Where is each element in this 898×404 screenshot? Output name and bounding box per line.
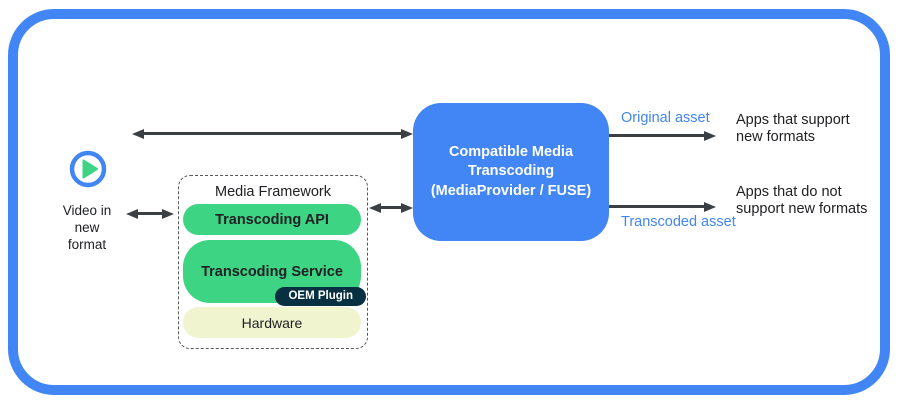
hardware-label: Hardware (241, 314, 303, 331)
transcoder-title-line2: Transcoding (467, 163, 555, 180)
source-video-label-line1: Video in (62, 203, 112, 218)
compatible-media-transcoding-box: Compatible Media Transcoding (MediaProvi… (413, 103, 609, 241)
transcoding-service-pill: Transcoding Service OEM Plugin (183, 240, 366, 306)
arrowhead-right-icon (162, 208, 174, 219)
arrow-original-asset (608, 130, 716, 141)
apps-no-support-new-formats-label: Apps that do not support new formats (736, 184, 867, 218)
transcoding-service-label: Transcoding Service (201, 263, 343, 280)
apps-no-support-line1: Apps that do not (736, 184, 842, 200)
source-video-label-line3: format (67, 237, 107, 252)
outer-rounded-frame (8, 9, 890, 395)
apps-no-support-line2: support new formats (736, 201, 868, 217)
transcoded-asset-label: Transcoded asset (621, 214, 736, 230)
arrowhead-right-icon (401, 128, 413, 139)
transcoding-api-pill: Transcoding API (183, 204, 361, 235)
apps-support-line2: new formats (736, 129, 815, 145)
bidirectional-arrow-framework-transcoder (369, 202, 413, 213)
arrowhead-right-icon (401, 202, 413, 213)
arrow-transcoded-asset (608, 201, 716, 212)
arrowhead-left-icon (369, 202, 381, 213)
source-video-label-line2: new (74, 220, 100, 235)
arrowhead-left-icon (126, 208, 138, 219)
arrowhead-right-icon (704, 201, 716, 212)
transcoder-title-line3: (MediaProvider / FUSE) (430, 182, 592, 199)
original-asset-label: Original asset (621, 110, 710, 126)
arrowhead-left-icon (132, 128, 144, 139)
transcoder-title-line1: Compatible Media (448, 143, 574, 160)
oem-plugin-label: OEM Plugin (288, 290, 353, 302)
arrowhead-right-icon (704, 130, 716, 141)
apps-support-line1: Apps that support (736, 112, 850, 128)
play-icon (69, 150, 107, 193)
bidirectional-arrow-source-transcoder (132, 128, 413, 139)
media-framework-box: Media Framework Transcoding API Transcod… (178, 175, 368, 349)
media-framework-title: Media Framework (214, 184, 332, 200)
transcoding-api-label: Transcoding API (215, 211, 329, 228)
apps-support-new-formats-label: Apps that support new formats (736, 112, 850, 146)
bidirectional-arrow-source-framework (126, 208, 174, 219)
hardware-pill: Hardware (183, 307, 361, 338)
source-video-label: Video in new format (45, 202, 129, 253)
oem-plugin-pill: OEM Plugin (275, 287, 366, 306)
